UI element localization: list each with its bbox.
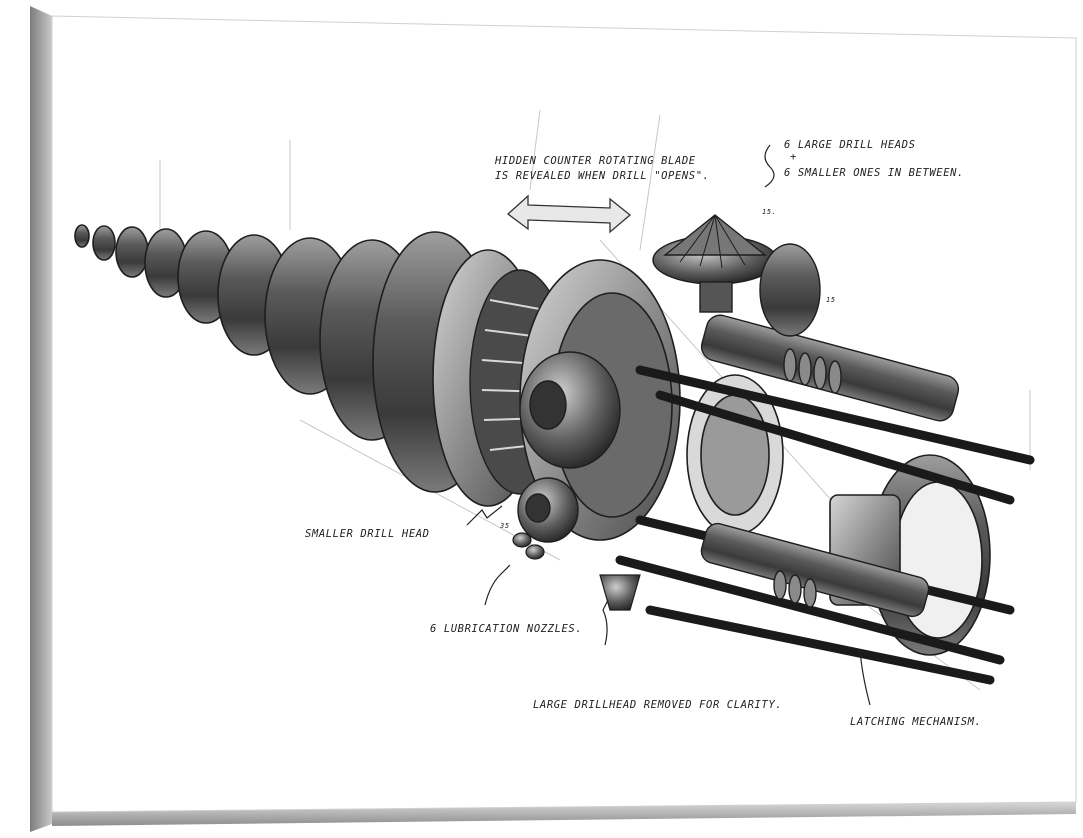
lubrication-nozzles: [512, 532, 641, 611]
latching-label: LATCHING MECHANISM.: [850, 716, 982, 728]
pistons: [700, 314, 960, 618]
leader-lines: [466, 144, 871, 706]
double-arrow: [506, 194, 632, 234]
large-drill-head: [652, 214, 821, 337]
mark-35: 35: [499, 522, 510, 530]
side-drill-heads: [517, 351, 621, 543]
canvas-left-edge: [30, 6, 52, 832]
mark-15b: 15: [826, 296, 836, 304]
nozzles-label: 6 LUBRICATION NOZZLES.: [430, 623, 582, 635]
blade-label-line2: IS REVEALED WHEN DRILL "OPENS".: [495, 170, 710, 182]
annotations: HIDDEN COUNTER ROTATING BLADE IS REVEALE…: [305, 139, 982, 728]
support-rods: [615, 365, 1035, 685]
heads-label-plus: +: [790, 151, 797, 163]
heads-label-line1: 6 LARGE DRILL HEADS: [784, 139, 916, 151]
blade-label-line1: HIDDEN COUNTER ROTATING BLADE: [494, 155, 696, 167]
smaller-head-label: SMALLER DRILL HEAD: [305, 528, 430, 540]
removed-label: LARGE DRILLHEAD REMOVED FOR CLARITY.: [533, 699, 782, 711]
heads-label-line2: 6 SMALLER ONES IN BETWEEN.: [784, 167, 964, 179]
mark-15a: 15.: [762, 208, 776, 216]
